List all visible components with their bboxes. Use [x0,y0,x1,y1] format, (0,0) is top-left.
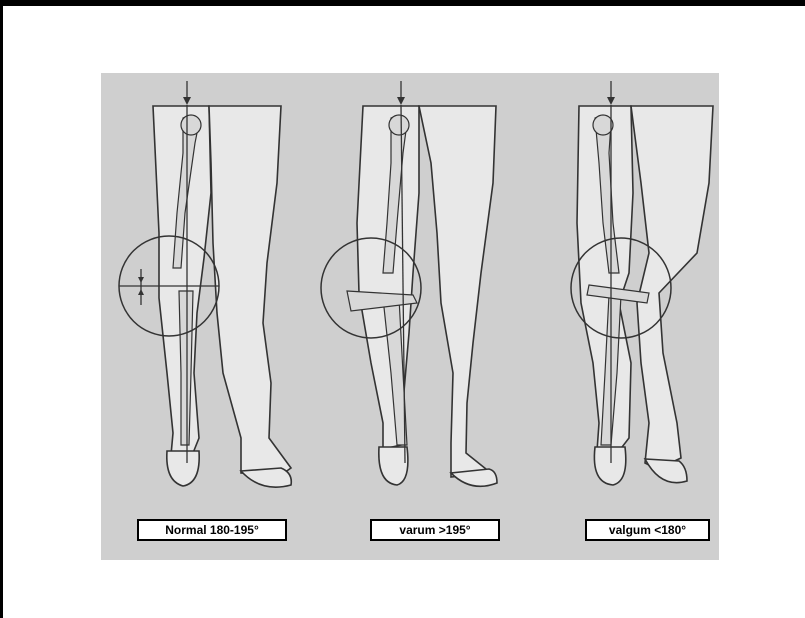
normal-arrow-head [183,97,191,105]
figure-panel: .leg { fill: #e8e8e8; stroke: #333; stro… [101,73,719,560]
valgum-legs [571,81,713,485]
leg-alignment-illustration: .leg { fill: #e8e8e8; stroke: #333; stro… [101,73,719,560]
valgum-foot-left [594,447,625,485]
varum-foot-right [451,469,497,486]
varum-legs [321,81,497,486]
normal-foot-right [241,468,291,487]
varum-right-leg [419,106,496,477]
valgum-arrow-head [607,97,615,105]
normal-right-leg [209,106,291,475]
varum-femoral-head [389,115,409,135]
valgum-right-leg [631,106,713,469]
normal-foot-left [167,451,199,486]
valgum-label: valgum <180° [585,519,710,541]
varum-left-leg [357,106,419,449]
normal-legs [119,81,291,487]
normal-marker-down [138,289,144,295]
normal-label: Normal 180-195° [137,519,287,541]
valgum-femoral-head [593,115,613,135]
varum-foot-left [379,447,408,485]
normal-femoral-head [181,115,201,135]
varum-arrow-head [397,97,405,105]
normal-marker-up [138,277,144,283]
valgum-foot-right [645,459,687,483]
varum-label: varum >195° [370,519,500,541]
